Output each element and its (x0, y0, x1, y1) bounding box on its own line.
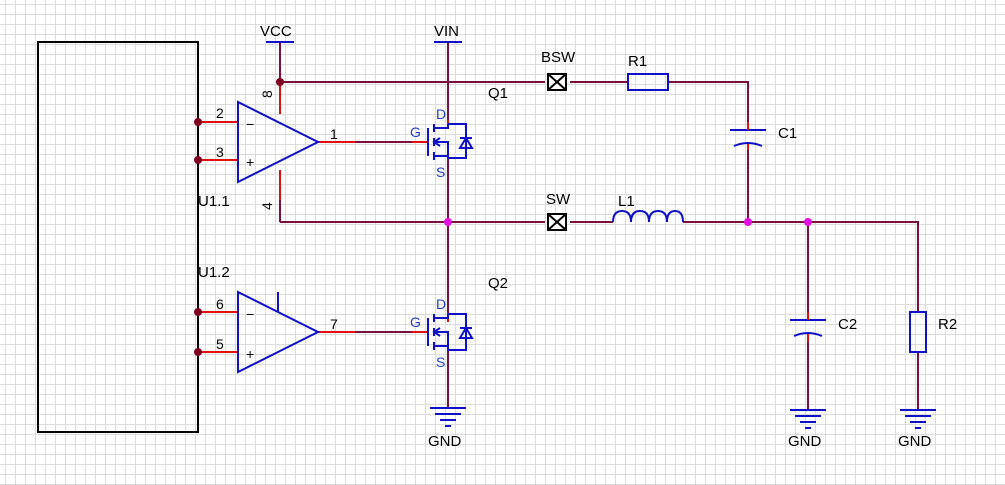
connector-pin-2[interactable] (194, 118, 202, 126)
u1-1-pin8: 8 (259, 90, 275, 98)
l1-ref: L1 (618, 193, 635, 210)
net-marker-bsw[interactable]: BSW (541, 49, 576, 91)
c1-ref: C1 (778, 125, 797, 142)
connector-block[interactable] (37, 41, 199, 433)
q2-drain-label: D (436, 296, 446, 312)
gnd-symbol-r2[interactable]: GND (898, 409, 936, 450)
q2-source-label: S (436, 354, 445, 370)
gnd-label-r2: GND (898, 433, 932, 450)
u1-1-plus-sign: + (246, 154, 254, 170)
vcc-label: VCC (260, 23, 292, 40)
q1-source-label: S (436, 164, 445, 180)
junction-c2-node (804, 218, 812, 226)
vin-label: VIN (434, 23, 459, 40)
capacitor-c1[interactable]: C1 (730, 122, 797, 150)
junction-sw-node (444, 218, 452, 226)
net-label-sw: SW (546, 191, 571, 208)
opamp-u1-1[interactable]: − + 2 3 1 8 4 U1.1 (198, 90, 338, 210)
gnd-symbol-q2[interactable]: GND (428, 407, 466, 450)
mosfet-q2[interactable]: G D S Q2 (410, 275, 508, 370)
u1-1-pin4: 4 (259, 202, 275, 210)
gnd-label-q2: GND (428, 433, 462, 450)
wires (279, 42, 919, 410)
junction-pin8 (276, 78, 284, 86)
net-label-bsw: BSW (541, 49, 576, 66)
u1-2-ref: U1.2 (198, 264, 230, 281)
junction-c1-node (744, 218, 752, 226)
gnd-symbol-c2[interactable]: GND (788, 409, 826, 450)
net-marker-sw[interactable]: SW (546, 191, 571, 231)
inductor-l1[interactable]: L1 (612, 193, 684, 223)
u1-2-pin7: 7 (330, 316, 338, 332)
q1-gate-label: G (410, 124, 421, 140)
mosfet-q1[interactable]: G D S Q1 (410, 85, 508, 180)
connector-pin-3[interactable] (194, 156, 202, 164)
c2-ref: C2 (838, 316, 857, 333)
junctions (276, 78, 812, 226)
capacitor-c2[interactable]: C2 (790, 312, 857, 342)
pin-leads (198, 82, 449, 353)
r2-ref: R2 (938, 316, 957, 333)
u1-1-minus-sign: − (246, 116, 254, 132)
vcc-symbol[interactable]: VCC (260, 23, 294, 43)
vin-symbol[interactable]: VIN (434, 23, 462, 43)
u1-2-pin6: 6 (216, 296, 224, 312)
connector-pin-5[interactable] (194, 348, 202, 356)
u1-2-pin5: 5 (216, 336, 224, 352)
gnd-label-c2: GND (788, 433, 822, 450)
connector-pin-6[interactable] (194, 308, 202, 316)
r1-ref: R1 (628, 53, 647, 70)
resistor-r1[interactable]: R1 (627, 53, 669, 91)
q2-ref: Q2 (488, 275, 508, 292)
u1-1-pin2: 2 (216, 105, 224, 121)
u1-1-pin3: 3 (216, 144, 224, 160)
q1-ref: Q1 (488, 85, 508, 102)
opamp-u1-2[interactable]: − + 6 5 7 U1.2 (198, 264, 338, 374)
resistor-r2[interactable]: R2 (909, 311, 957, 353)
q1-drain-label: D (436, 106, 446, 122)
u1-1-pin1: 1 (330, 126, 338, 142)
u1-1-ref: U1.1 (198, 193, 230, 210)
q2-gate-label: G (410, 314, 421, 330)
u1-2-minus-sign: − (246, 306, 254, 322)
connector-pins (194, 118, 202, 356)
u1-2-plus-sign: + (246, 346, 254, 362)
